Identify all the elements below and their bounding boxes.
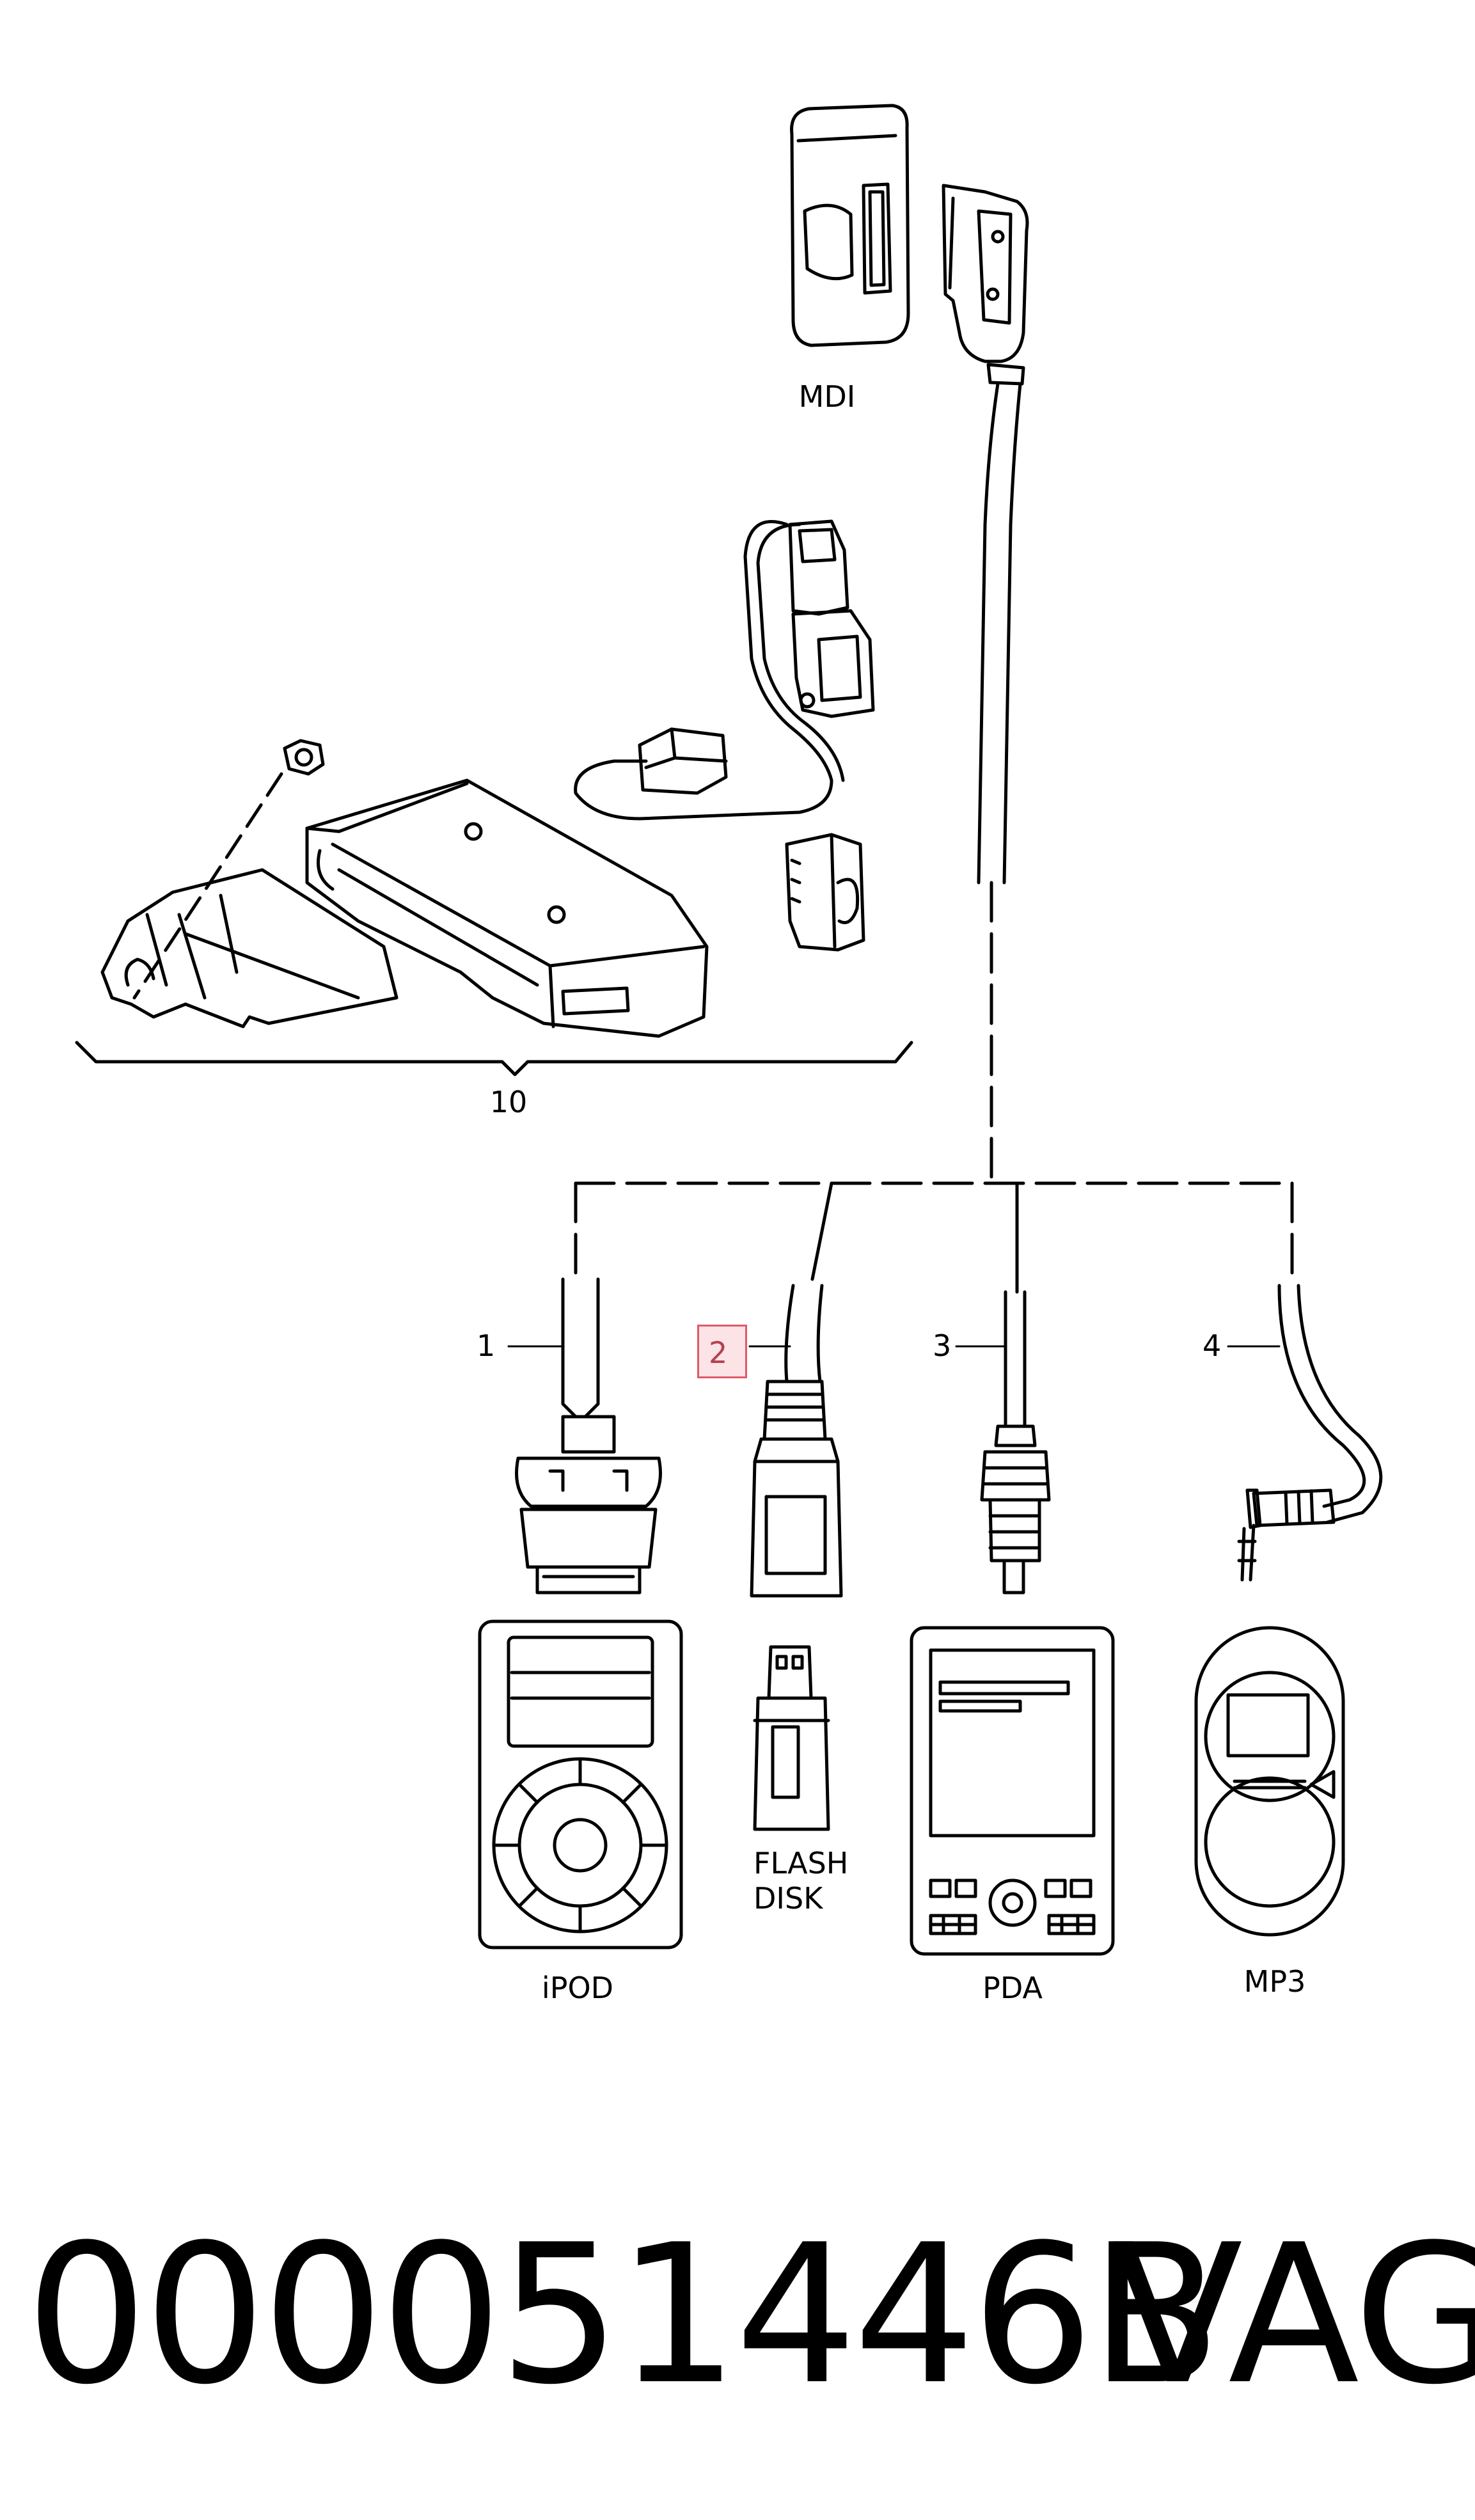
interface-module-kit [75,519,913,1076]
cable-3-pda [980,1290,1051,1595]
mp3-label: MP3 [1243,1964,1306,1999]
flash-disk-label-line2: DISK [753,1881,823,1916]
flash-disk-label-line1: FLASH [753,1846,849,1880]
flash-disk-device [753,1645,830,1831]
cable-1-ipod [515,1277,662,1595]
callout-2[interactable]: 2 [709,1335,728,1370]
cable-tree [574,881,1294,1294]
part-code: 000051446B [26,2203,1222,2427]
cable-4-mp3 [1237,1284,1383,1582]
ipod-label: iPOD [541,1971,614,2005]
cable-2-usb [750,1284,843,1598]
callout-2-highlight[interactable] [697,1325,747,1378]
kit-number-label: 10 [489,1085,528,1119]
mp3-device [1194,1626,1345,1937]
brand-label: VAG [1112,2203,1475,2427]
callout-1[interactable]: 1 [477,1328,496,1363]
ipod-device [478,1619,683,1949]
mdi-label: MDI [798,379,856,414]
pda-device [910,1626,1115,1956]
callout-3[interactable]: 3 [933,1328,952,1363]
callout-4[interactable]: 4 [1203,1328,1222,1363]
mdi-connector [790,104,1029,885]
pda-label: PDA [982,1971,1043,2005]
